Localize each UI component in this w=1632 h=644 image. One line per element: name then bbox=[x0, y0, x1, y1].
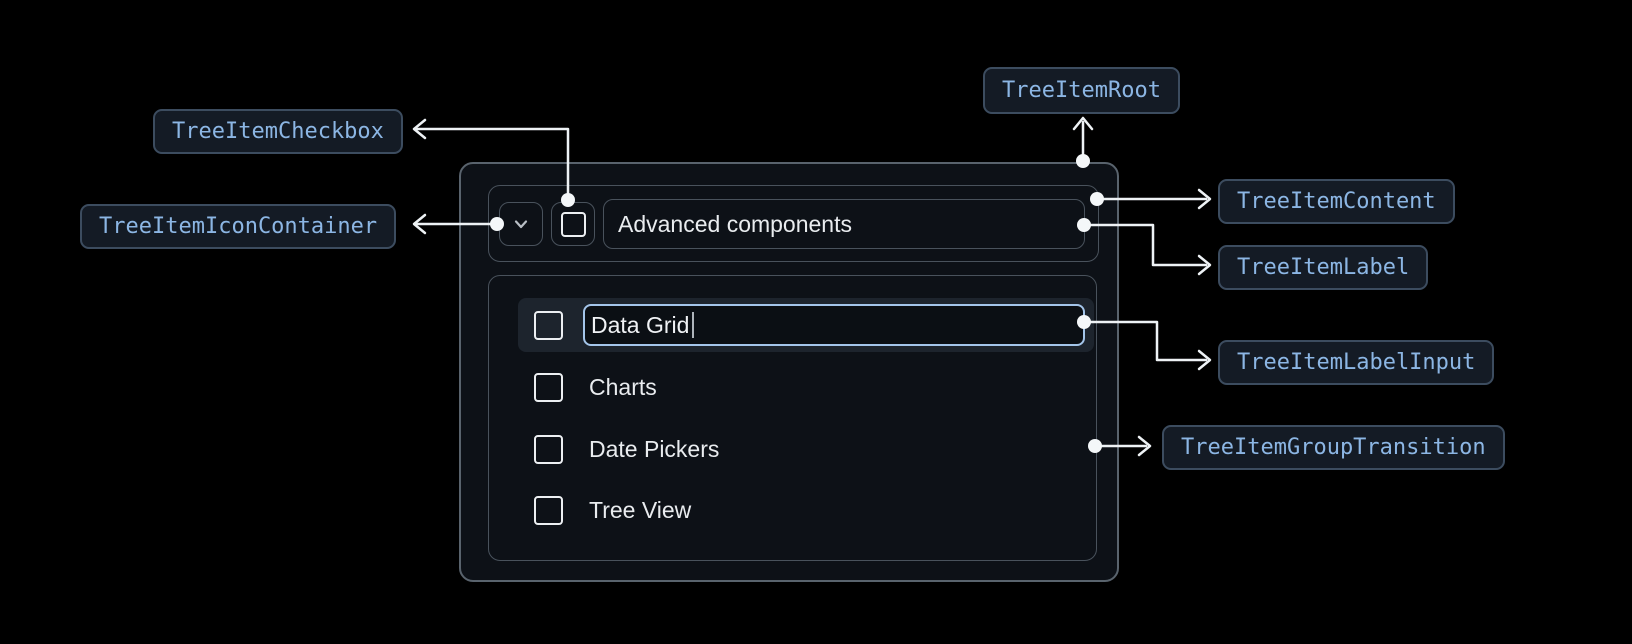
tree-row-data-grid[interactable]: Data Grid bbox=[518, 298, 1094, 352]
tree-item-label[interactable]: Advanced components bbox=[603, 199, 1085, 249]
checkbox-icon[interactable] bbox=[534, 310, 563, 340]
badge-tree-item-label: TreeItemLabel bbox=[1218, 245, 1429, 290]
badge-tree-item-group-transition: TreeItemGroupTransition bbox=[1162, 425, 1505, 470]
parent-label-text: Advanced components bbox=[618, 210, 852, 237]
tree-row-label: Date Pickers bbox=[589, 435, 720, 462]
tree-item-checkbox-container[interactable] bbox=[551, 202, 595, 246]
badge-tree-item-icon-container: TreeItemIconContainer bbox=[80, 204, 397, 249]
tree-row-date-pickers[interactable]: Date Pickers bbox=[518, 422, 1094, 476]
text-caret bbox=[692, 312, 695, 338]
tree-item-icon-container[interactable] bbox=[499, 202, 543, 246]
checkbox-icon[interactable] bbox=[534, 372, 563, 402]
tree-row-label: Charts bbox=[589, 373, 657, 400]
badge-tree-item-root: TreeItemRoot bbox=[983, 67, 1180, 114]
badge-tree-item-label-input: TreeItemLabelInput bbox=[1218, 340, 1495, 385]
tree-item-group-transition bbox=[488, 275, 1097, 561]
checkbox-icon[interactable] bbox=[560, 211, 586, 237]
tree-row-tree-view[interactable]: Tree View bbox=[518, 483, 1094, 537]
tree-item-label-input[interactable]: Data Grid bbox=[583, 304, 1085, 346]
badge-tree-item-content: TreeItemContent bbox=[1218, 179, 1455, 224]
label-input-value: Data Grid bbox=[591, 311, 690, 338]
checkbox-icon[interactable] bbox=[534, 495, 563, 525]
checkbox-icon[interactable] bbox=[534, 434, 563, 464]
tree-item-root: Advanced components Data Grid Charts Dat… bbox=[459, 162, 1119, 582]
tree-row-charts[interactable]: Charts bbox=[518, 360, 1094, 414]
tree-row-label: Tree View bbox=[589, 496, 692, 523]
badge-tree-item-checkbox: TreeItemCheckbox bbox=[153, 109, 403, 154]
chevron-down-icon bbox=[514, 220, 528, 229]
arrow-tree-item-root bbox=[1072, 116, 1094, 168]
